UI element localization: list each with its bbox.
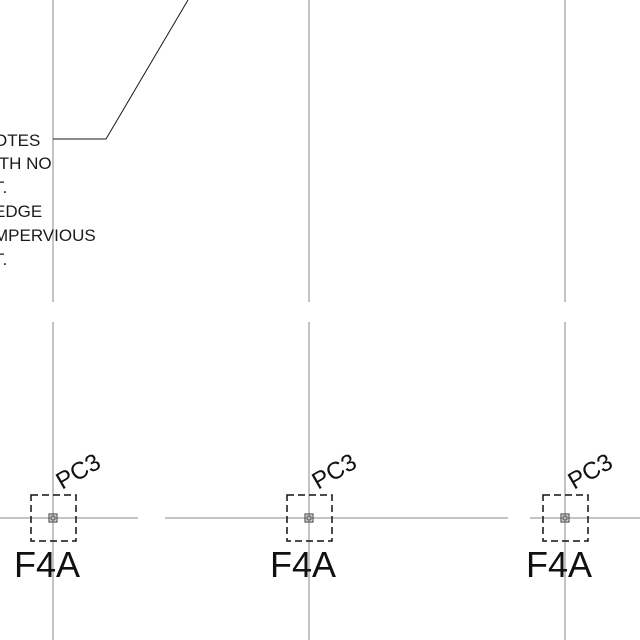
note-line-5: MPERVIOUS <box>0 226 96 245</box>
column-inner <box>306 515 312 521</box>
footing-label: F4A <box>526 544 592 585</box>
footing-outline <box>286 494 333 542</box>
footing-label: F4A <box>14 544 80 585</box>
note-line-3: T. <box>0 178 7 197</box>
column-group-1: PC3 F4A <box>14 448 105 585</box>
column-inner <box>562 515 568 521</box>
note-line-2: ITH NO <box>0 154 52 173</box>
column-label: PC3 <box>308 448 362 495</box>
note-leader-line <box>53 0 189 140</box>
note-line-4: EDGE <box>0 202 42 221</box>
footing-outline <box>30 494 77 542</box>
column-group-3: PC3 F4A <box>526 448 617 585</box>
column-inner <box>50 515 56 521</box>
column-label: PC3 <box>52 448 106 495</box>
vertical-grid-lines <box>52 0 566 640</box>
column-group-2: PC3 F4A <box>270 448 361 585</box>
footing-outline <box>542 494 589 542</box>
column-outer <box>304 513 314 523</box>
column-outer <box>48 513 58 523</box>
note-line-1: OTES <box>0 131 40 150</box>
footing-label: F4A <box>270 544 336 585</box>
notes-block: OTES ITH NO T. EDGE MPERVIOUS T. <box>0 131 96 269</box>
column-outer <box>560 513 570 523</box>
note-line-6: T. <box>0 250 7 269</box>
column-label: PC3 <box>564 448 618 495</box>
